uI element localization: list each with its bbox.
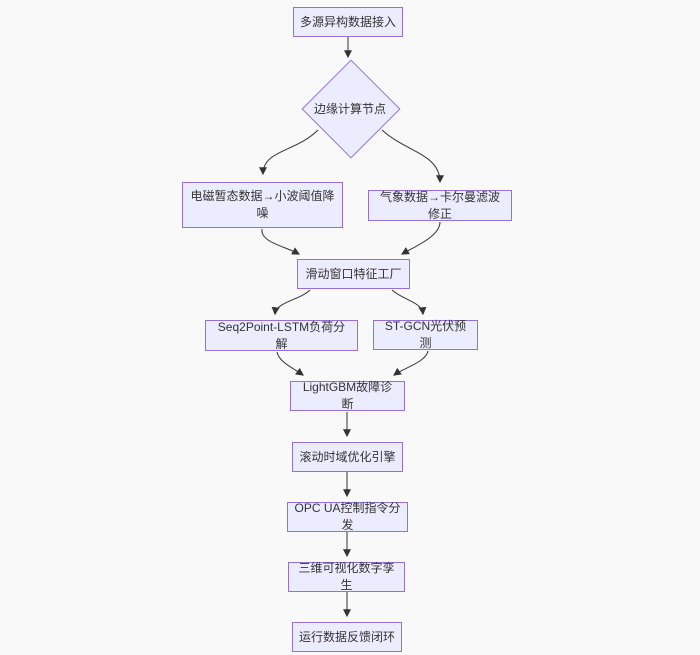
node-label: ST-GCN光伏预测 xyxy=(384,319,467,350)
node-load-disaggregation: Seq2Point-LSTM负荷分解 xyxy=(205,320,358,351)
node-rolling-optimization: 滚动时域优化引擎 xyxy=(292,442,403,472)
node-wavelet-denoise: 电磁暂态数据→小波阈值降噪 xyxy=(182,182,343,228)
node-feedback-loop: 运行数据反馈闭环 xyxy=(292,622,402,652)
node-label: Seq2Point-LSTM负荷分解 xyxy=(217,319,346,351)
edge-feature-factory-to-load-disagg xyxy=(271,289,311,316)
node-label: 三维可视化数字孪生 xyxy=(298,561,395,592)
edge-feature-factory-to-pv-forecast xyxy=(391,289,427,316)
edge-wavelet-denoise-to-feature-factory xyxy=(261,228,301,255)
edge-kalman-correct-to-feature-factory xyxy=(400,221,441,255)
node-feature-factory: 滑动窗口特征工厂 xyxy=(297,259,410,289)
node-kalman-correction: 气象数据→卡尔曼滤波修正 xyxy=(368,190,512,221)
node-fault-diagnosis: LightGBM故障诊断 xyxy=(290,380,405,411)
node-data-ingest: 多源异构数据接入 xyxy=(293,7,403,37)
node-label: 电磁暂态数据→小波阈值降噪 xyxy=(190,189,335,220)
edge-pv-forecast-to-fault-diagnosis xyxy=(393,350,429,376)
node-pv-forecast: ST-GCN光伏预测 xyxy=(373,319,478,350)
node-label: 边缘计算节点 xyxy=(313,101,386,116)
node-label: 多源异构数据接入 xyxy=(300,14,397,29)
node-label: 运行数据反馈闭环 xyxy=(299,629,396,644)
edge-load-disagg-to-fault-diagnosis xyxy=(276,351,304,376)
node-label: 滑动窗口特征工厂 xyxy=(305,266,402,281)
node-opcua-dispatch: OPC UA控制指令分发 xyxy=(287,501,408,532)
node-label: LightGBM故障诊断 xyxy=(302,380,393,411)
node-edge-compute: 边缘计算节点 xyxy=(301,59,401,159)
node-label: 滚动时域优化引擎 xyxy=(299,449,396,464)
node-label: 气象数据→卡尔曼滤波修正 xyxy=(379,189,500,221)
node-label: OPC UA控制指令分发 xyxy=(294,501,401,532)
node-digital-twin: 三维可视化数字孪生 xyxy=(288,561,405,592)
